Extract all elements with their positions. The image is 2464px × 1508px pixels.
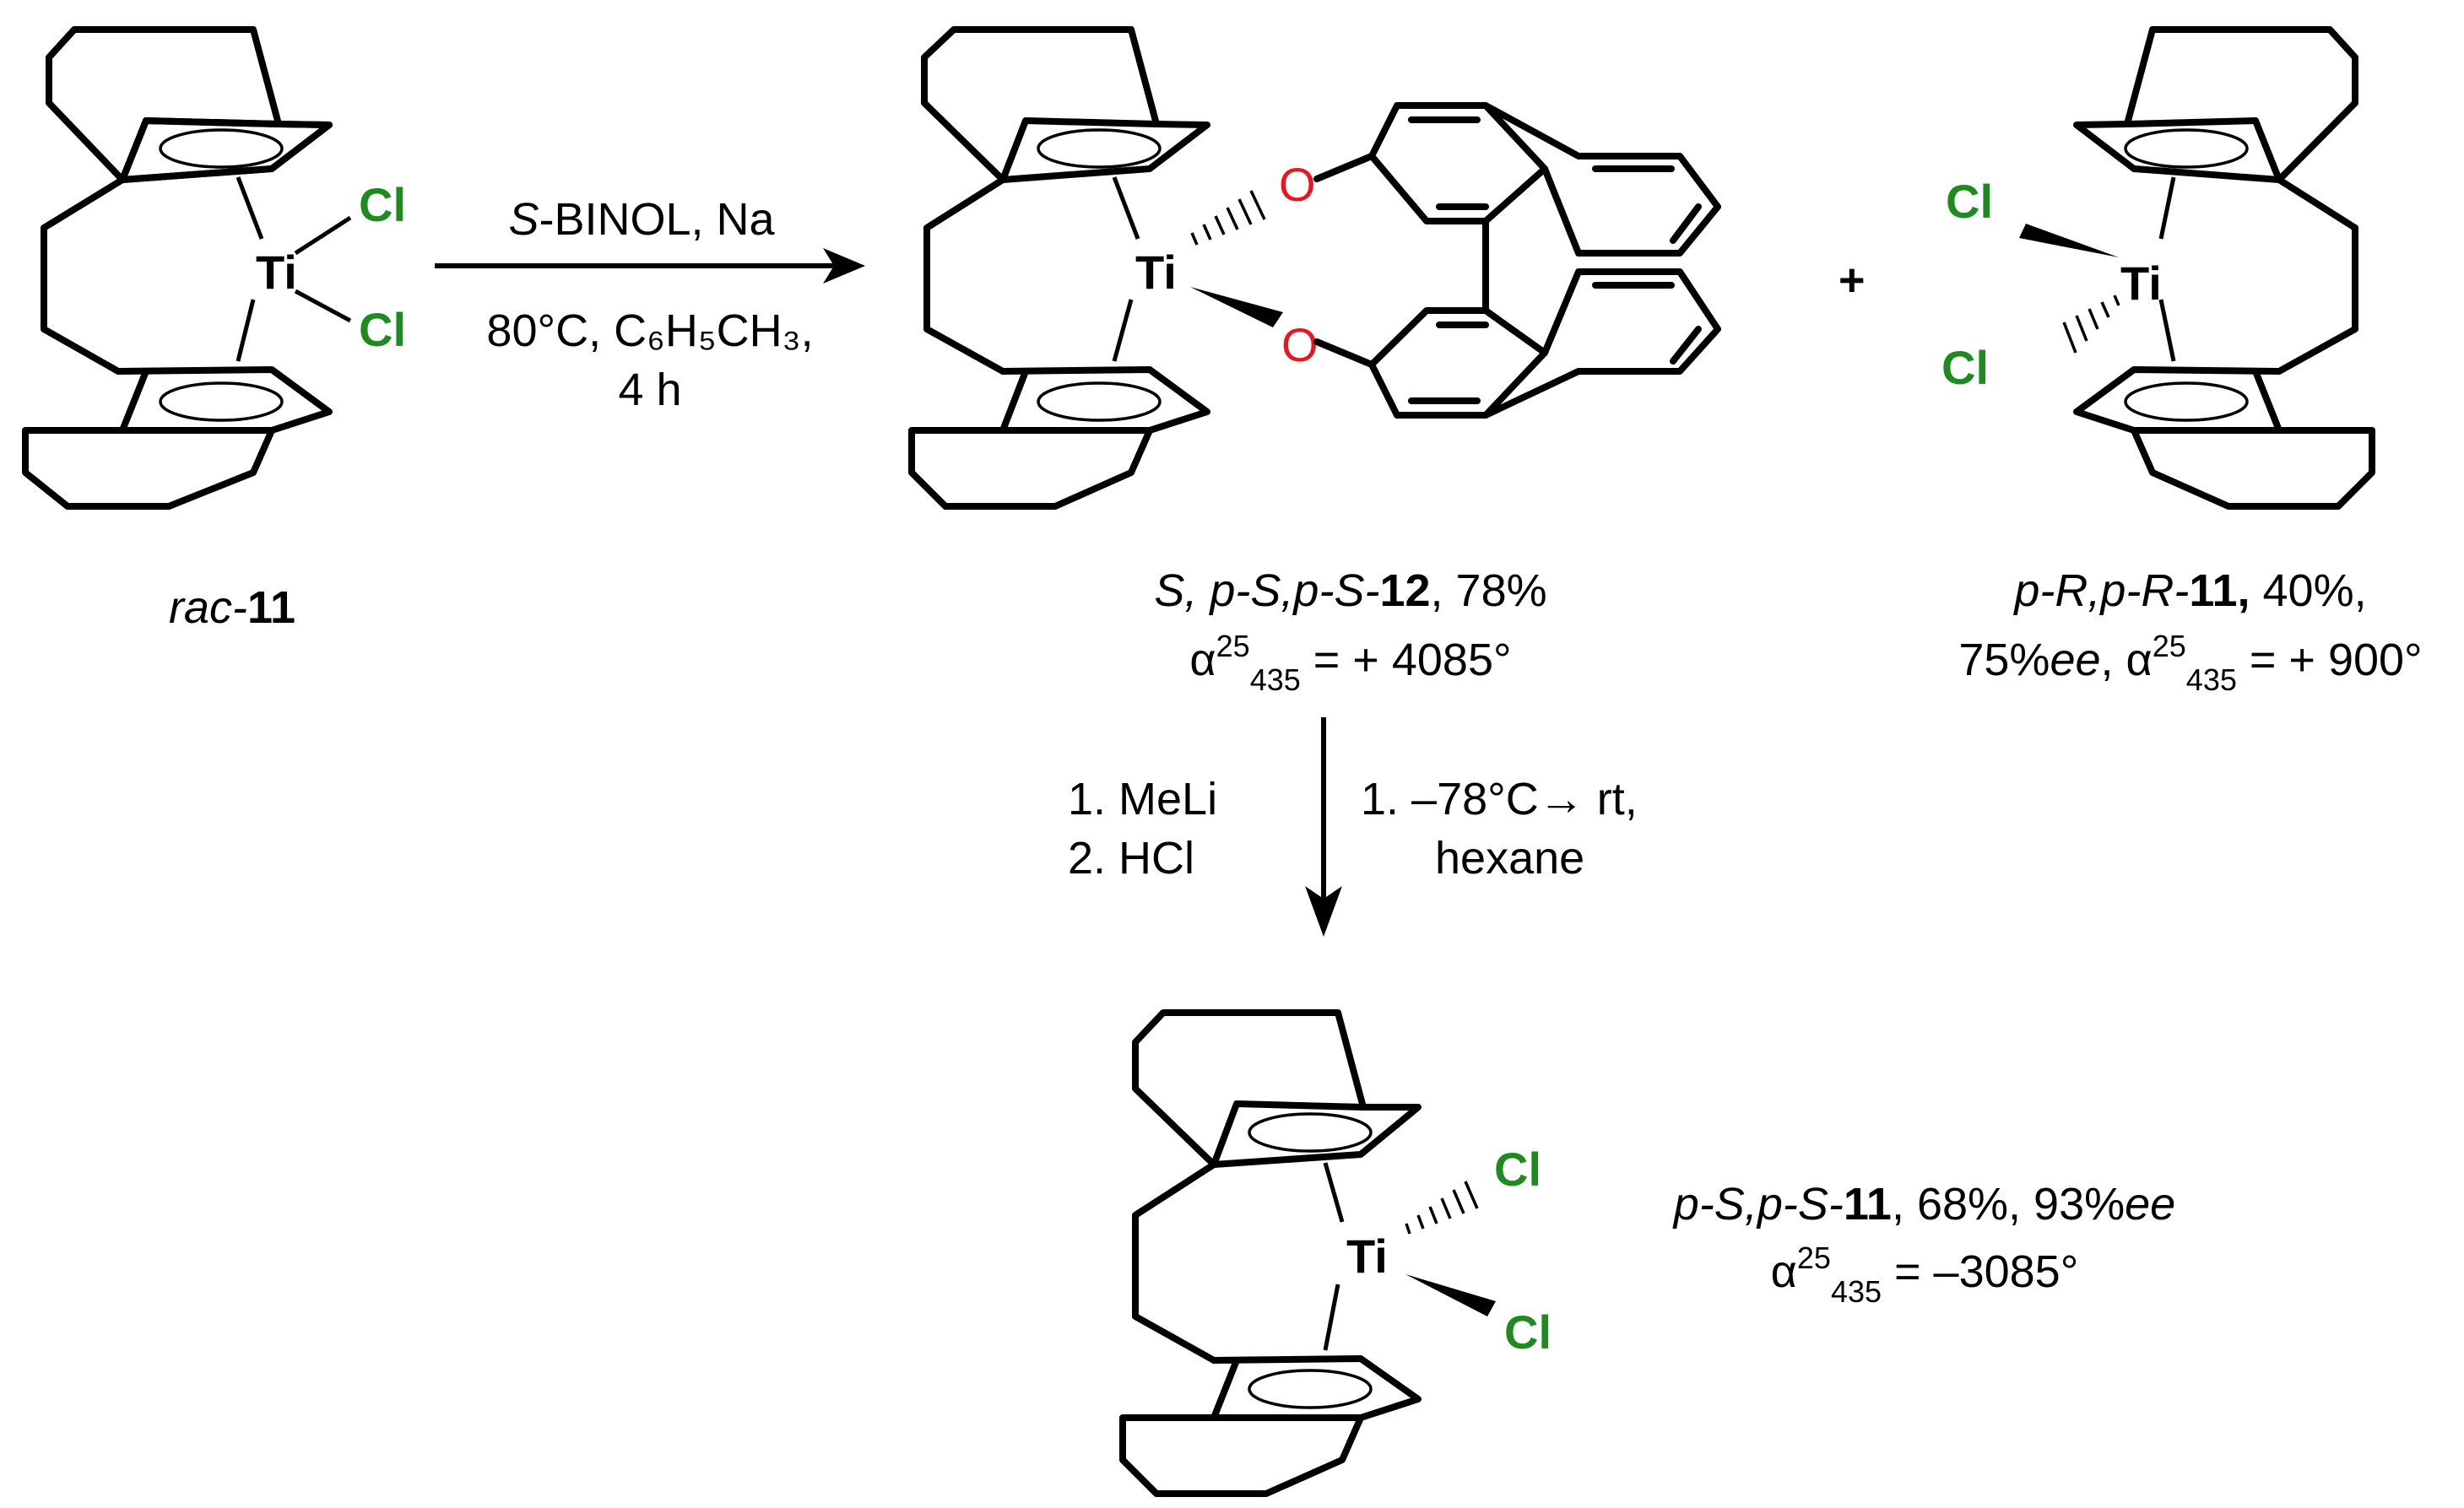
cl-atom: Cl: [1941, 341, 1989, 394]
wedge-bond: [2019, 224, 2119, 257]
label-rac-11: rac-11: [169, 582, 295, 633]
plus-sign: +: [1839, 255, 1866, 305]
reaction-arrow-1: [435, 248, 865, 284]
cl-atom: Cl: [359, 178, 406, 231]
rotation-p-R-11: 75%ee, α25435 = + 900°: [1958, 629, 2422, 697]
ti-atom: Ti: [1346, 1230, 1388, 1283]
reaction2-condition-1: 1. –78°C→ rt,: [1361, 774, 1638, 824]
compound-p-R-11: Ti Cl Cl: [1941, 26, 2375, 510]
hashed-bond: [1190, 190, 1266, 246]
wedge-bond: [1405, 1274, 1496, 1316]
ti-atom: Ti: [2120, 257, 2162, 310]
hashed-bond: [1405, 1181, 1479, 1235]
cl-atom: Cl: [1504, 1305, 1552, 1359]
reaction1-time: 4 h: [618, 365, 681, 415]
o-atom: O: [1281, 318, 1319, 371]
cl-atom: Cl: [359, 303, 406, 356]
label-p-S-11: p-S,p-S-11, 68%, 93%ee: [1672, 1179, 2175, 1230]
wedge-bond: [1190, 287, 1283, 327]
ti-atom: Ti: [256, 246, 297, 299]
ti-atom: Ti: [1135, 246, 1177, 299]
compound-rac-11: Ti Cl Cl: [0, 0, 406, 510]
hashed-bond: [2062, 295, 2120, 354]
o-atom: O: [1279, 158, 1316, 211]
label-p-R-11: p-R,p-R-11, 40%,: [2012, 565, 2366, 616]
reaction1-conditions: 80°C, C₆H₅CH₃,: [486, 305, 813, 356]
reaction2-reagent-2: 2. HCl: [1068, 833, 1194, 884]
cl-atom: Cl: [1946, 175, 1993, 228]
rotation-compound-12: α25435 = + 4085°: [1189, 629, 1511, 697]
rotation-p-S-11: α25435 = –3085°: [1771, 1240, 2079, 1309]
reaction1-reagent-rest: -BINOL, Na: [539, 194, 775, 245]
reaction2-reagent-1: 1. MeLi: [1068, 774, 1217, 824]
reaction1-reagent-italic: S: [508, 194, 539, 245]
reaction2-condition-2: hexane: [1435, 833, 1584, 884]
reaction-arrow-2: [1305, 717, 1342, 937]
compound-12: Ti O O: [908, 26, 1721, 510]
reaction1-reagents: S-BINOL, Na: [508, 194, 775, 245]
cl-atom: Cl: [1494, 1143, 1541, 1196]
compound-p-S-11: Ti Cl Cl: [1119, 1009, 1552, 1497]
label-compound-12: S, p-S,p-S-12, 78%: [1154, 565, 1546, 616]
